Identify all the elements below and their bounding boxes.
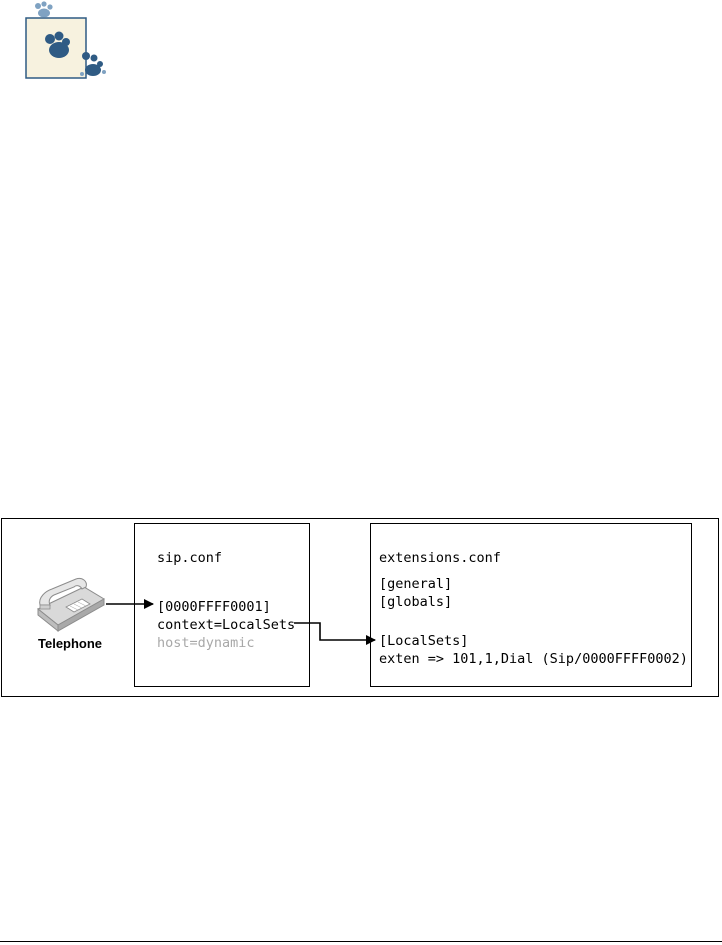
sip-conf-box: sip.conf [0000FFFF0001] context=LocalSet… [134,523,310,687]
telephone-icon [37,578,105,633]
connector-arrows [106,599,376,645]
telephone-label: Telephone [38,636,103,651]
context-to-localsets-arrow [294,622,376,645]
extensions-conf-box: extensions.conf [general] [globals] [Loc… [370,523,692,687]
sip-context-line: context=LocalSets [157,617,296,633]
sip-peer-line: [0000FFFF0001] [157,599,271,615]
extensions-conf-title: extensions.conf [379,550,501,566]
tip-icon [25,1,106,79]
extensions-localsets-line: [LocalSets] [379,633,469,649]
sip-host-line: host=dynamic [157,635,255,651]
figure-frame: Telephone sip.conf [0000FFFF0001] contex… [1,518,719,697]
extensions-exten-line: exten => 101,1,Dial (Sip/0000FFFF0002) [379,651,688,667]
extensions-general-line: [general] [379,576,453,592]
sip-conf-title: sip.conf [157,550,223,566]
extensions-globals-line: [globals] [379,594,453,610]
page-bottom-rule [0,941,722,942]
